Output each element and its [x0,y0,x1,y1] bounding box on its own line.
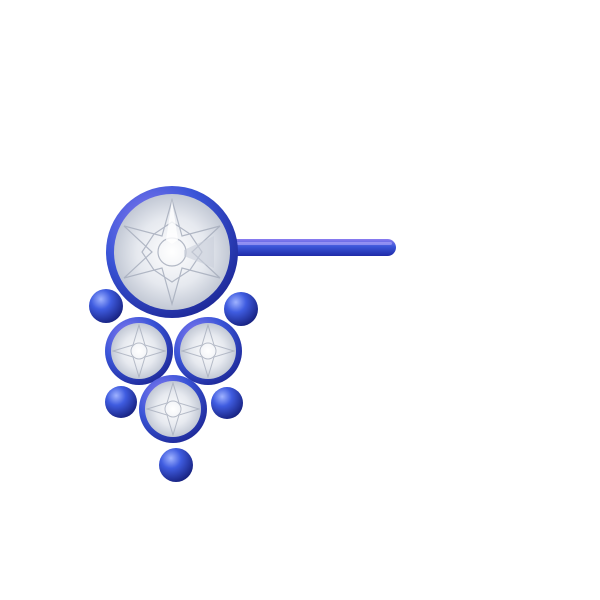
small-gem-right [174,317,242,385]
large-gem-icon [114,194,230,310]
large-gem-setting [106,186,238,318]
small-gem-bottom [139,375,207,443]
bead-mid-left [105,386,137,418]
bead-top-left [89,289,123,323]
small-gem-left [105,317,173,385]
bead-bottom [159,448,193,482]
post-bar [228,239,396,256]
bead-top-right [224,292,258,326]
bead-mid-right [211,387,243,419]
